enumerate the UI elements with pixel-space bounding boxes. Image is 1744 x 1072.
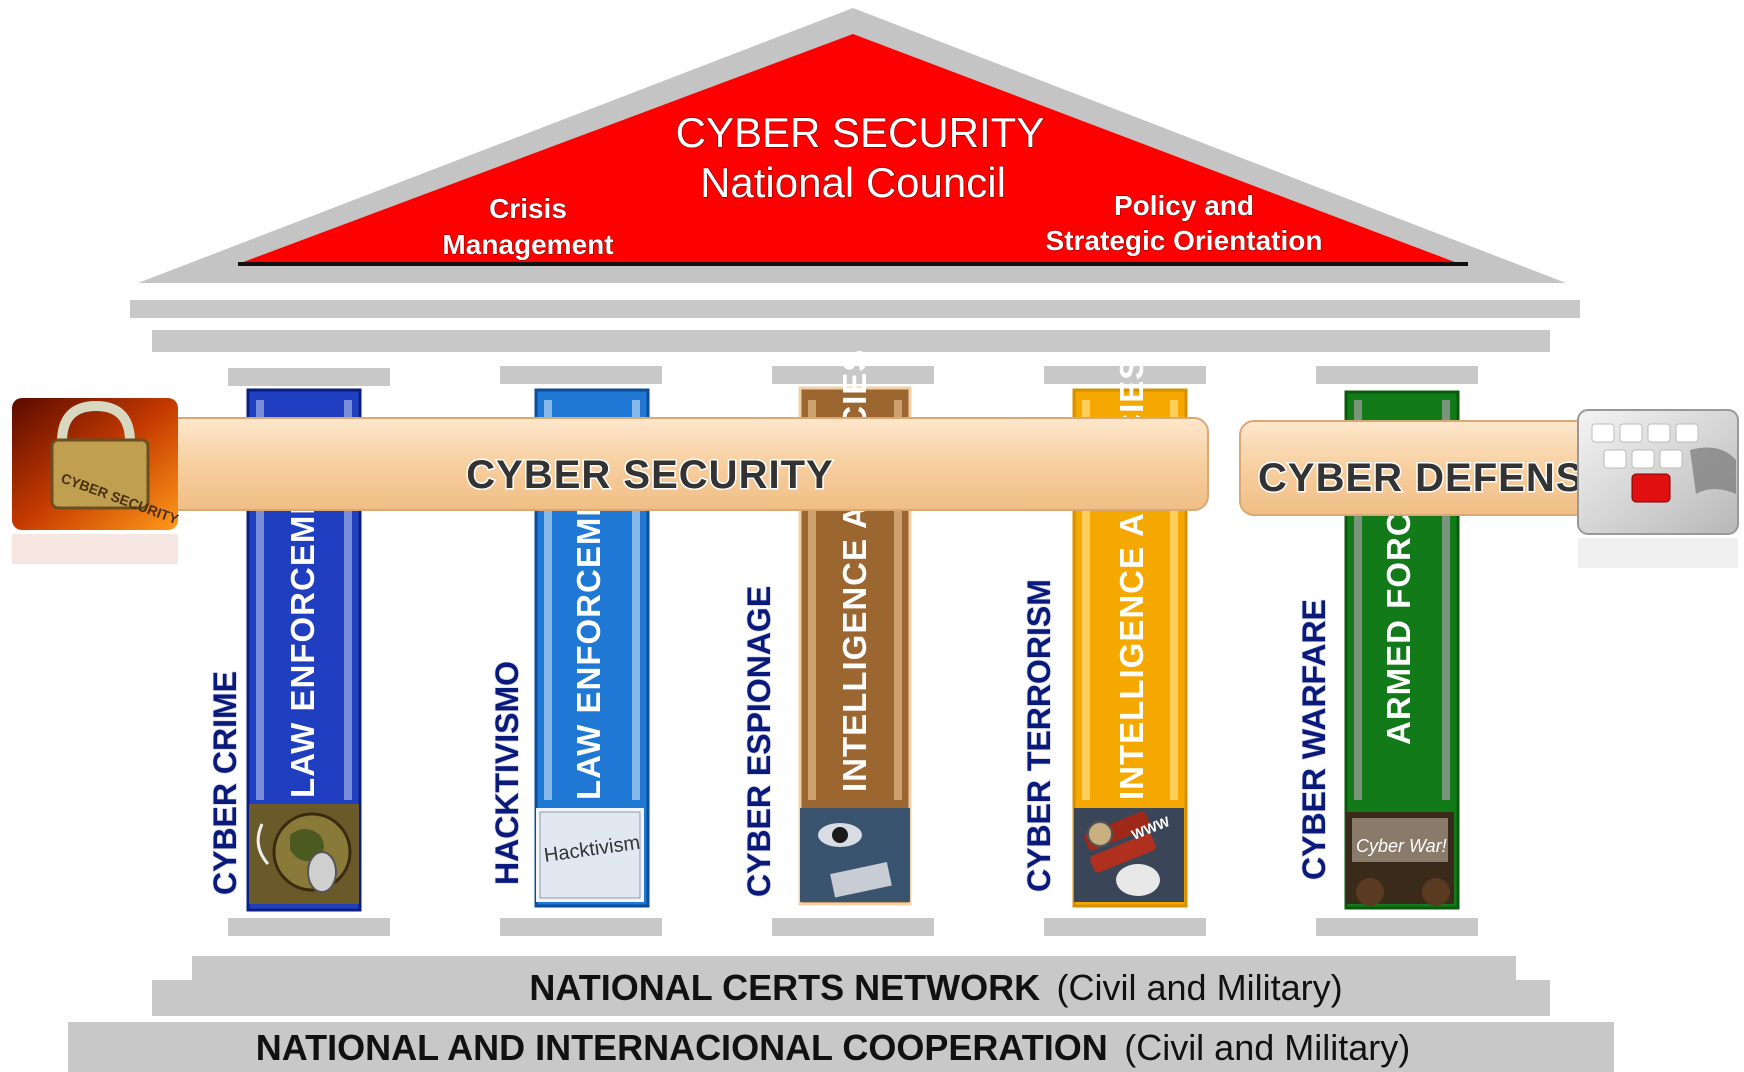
coop-bold-text: NATIONAL AND INTERNACIONAL COOPERATION: [256, 1027, 1108, 1068]
keyboard-photo: [1577, 409, 1739, 568]
entablature-top-bar: [130, 300, 1580, 318]
pillar-capital: [228, 368, 390, 386]
council-title-line1: CYBER SECURITY: [676, 109, 1045, 156]
security-band-label: CYBER SECURITY: [466, 453, 833, 497]
threat-label: CYBER TERRORISM: [1021, 579, 1057, 892]
defense-band-label: CYBER DEFENSE: [1258, 456, 1611, 500]
pillar-flute: [1082, 400, 1090, 800]
roof-red-triangle: [238, 34, 1460, 264]
crisis-label-line1: Crisis: [489, 193, 567, 224]
policy-label-line1: Policy and: [1114, 190, 1254, 221]
pillar-flute: [256, 400, 264, 800]
entablature-bottom-bar: [152, 330, 1550, 352]
pillar-flute: [894, 400, 902, 800]
cyber-security-band: CYBER SECURITY: [161, 417, 1209, 511]
pillar-capital: [1316, 366, 1478, 384]
pillar-capital: [772, 366, 934, 384]
cooperation-step: [68, 1022, 1614, 1072]
certs-step-upper: [192, 956, 1516, 984]
dynamite-and-mouse-photo: WWW: [1074, 808, 1184, 902]
threat-label: CYBER CRIME: [207, 671, 243, 895]
pillar-flute: [632, 400, 640, 800]
pillar-flute: [544, 400, 552, 800]
certs-bold-text: NATIONAL CERTS NETWORK: [529, 967, 1040, 1008]
pillar-flute: [1354, 400, 1362, 800]
certs-normal-text: (Civil and Military): [1057, 967, 1343, 1008]
pillar-base: [1316, 918, 1478, 936]
crisis-label-line2: Management: [442, 229, 613, 260]
pillar-base: [1044, 918, 1206, 936]
policy-label-line2: Strategic Orientation: [1046, 225, 1323, 256]
pillar-flute: [344, 400, 352, 800]
pillar-base: [500, 918, 662, 936]
cyber-defense-band: CYBER DEFENSE: [1239, 420, 1613, 516]
pillar-flute: [1442, 400, 1450, 800]
eye-at-screen-photo: [800, 808, 910, 902]
globe-and-mouse-photo: [249, 804, 359, 904]
roof: CYBER SECURITY National Council Crisis M…: [138, 8, 1566, 283]
foundation: NATIONAL CERTS NETWORK (Civil and Milita…: [68, 956, 1614, 1072]
threat-label: CYBER ESPIONAGE: [741, 586, 777, 897]
hacktivism-paper-photo: Hacktivism: [536, 808, 644, 902]
pillar-base: [772, 918, 934, 936]
cooperation-label: NATIONAL AND INTERNACIONAL COOPERATION (…: [256, 1027, 1410, 1068]
pillar-capital: [500, 366, 662, 384]
cyber-war-screen-photo: Cyber War!: [1346, 812, 1454, 906]
pillar-flute: [1170, 400, 1178, 800]
pillar-base: [228, 918, 390, 936]
threat-label: CYBER WARFARE: [1296, 599, 1332, 880]
pillar-flute: [808, 400, 816, 800]
coop-normal-text: (Civil and Military): [1124, 1027, 1410, 1068]
pillar-capital: [1044, 366, 1206, 384]
certs-network-label: NATIONAL CERTS NETWORK (Civil and Milita…: [529, 967, 1342, 1008]
entablature: [130, 300, 1580, 352]
council-title-line2: National Council: [700, 159, 1006, 206]
agency-label: INTELLIGENCE AGENCIES: [836, 349, 873, 792]
padlock-photo: CYBER SECURITY: [12, 398, 181, 564]
cyberwar-caption: Cyber War!: [1356, 836, 1447, 856]
certs-step-lower: [152, 980, 1550, 1016]
threat-label: HACKTIVISMO: [489, 661, 525, 885]
